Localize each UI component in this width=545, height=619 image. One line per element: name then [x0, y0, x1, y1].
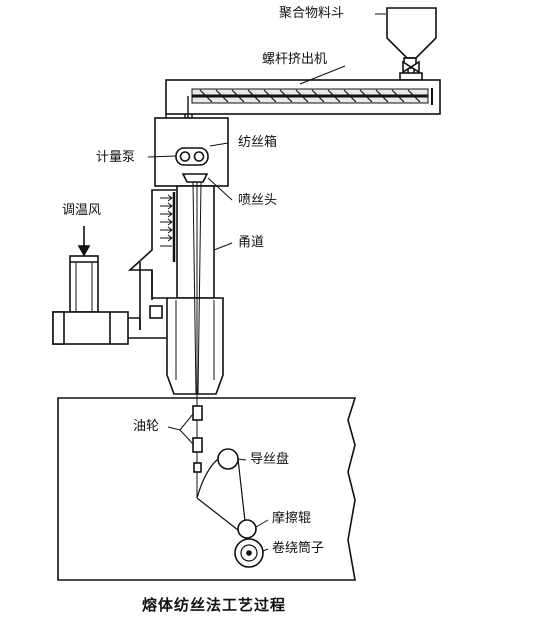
godet [196, 448, 247, 531]
label-godet: 导丝盘 [250, 452, 290, 467]
label-channel: 甬道 [238, 235, 265, 250]
label-spinneret: 喷丝头 [238, 193, 278, 208]
metering-pump [175, 147, 209, 166]
winding-bobbin [234, 538, 264, 568]
hopper-valve [399, 60, 423, 81]
label-winding-bobbin: 卷绕筒子 [272, 541, 325, 556]
diagram-caption: 熔体纺丝法工艺过程 [142, 596, 287, 614]
label-quench-air: 调温风 [62, 203, 102, 218]
quench-air-chamber [127, 189, 177, 330]
take-up-table [57, 397, 357, 581]
hopper [386, 7, 437, 80]
quench-air-duct [52, 226, 167, 345]
oil-wheels [192, 405, 203, 473]
spinneret [181, 173, 209, 183]
label-screw-extruder: 螺杆挤出机 [262, 52, 328, 67]
label-oil-wheel: 油轮 [133, 419, 160, 434]
leader-lines [147, 13, 386, 552]
label-hopper: 聚合物料斗 [279, 6, 345, 21]
label-metering-pump: 计量泵 [96, 150, 136, 165]
screw-extruder [165, 79, 441, 115]
label-friction-roller: 摩擦辊 [272, 511, 312, 526]
label-spinning-box: 纺丝箱 [238, 135, 278, 150]
friction-roller [237, 519, 257, 539]
